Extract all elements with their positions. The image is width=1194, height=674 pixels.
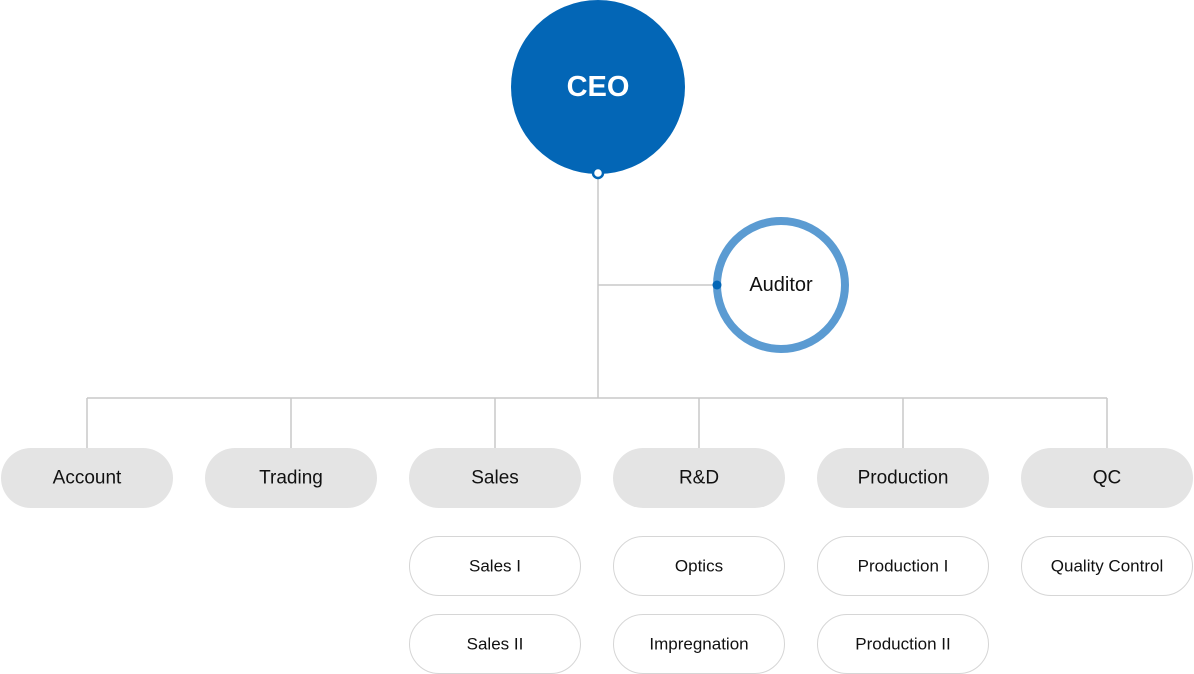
department-trading[interactable]: Trading: [205, 448, 377, 508]
ceo-node[interactable]: CEO: [511, 0, 685, 180]
department-label: R&D: [679, 468, 719, 489]
unit-impregnation[interactable]: Impregnation: [613, 614, 785, 674]
unit-label: Impregnation: [649, 635, 748, 654]
unit-box: [409, 536, 581, 596]
unit-sales-i[interactable]: Sales I: [409, 536, 581, 596]
unit-box: [817, 536, 989, 596]
unit-label: Sales I: [469, 557, 521, 576]
ceo-connector-dot: [591, 166, 605, 180]
unit-label: Optics: [675, 557, 723, 576]
department-box: [205, 448, 377, 508]
department-production[interactable]: Production: [817, 448, 989, 508]
ceo-label: CEO: [567, 71, 630, 103]
department-box: [409, 448, 581, 508]
department-box: [817, 448, 989, 508]
unit-production-ii[interactable]: Production II: [817, 614, 989, 674]
department-label: Production: [858, 468, 949, 489]
unit-label: Production II: [855, 635, 950, 654]
department-drop-lines: [86, 398, 1108, 448]
department-label: Sales: [471, 468, 519, 489]
unit-optics[interactable]: Optics: [613, 536, 785, 596]
unit-label: Production I: [858, 557, 949, 576]
department-randd[interactable]: R&D: [613, 448, 785, 508]
unit-box: [1021, 536, 1193, 596]
department-sales[interactable]: Sales: [409, 448, 581, 508]
auditor-node[interactable]: Auditor: [712, 217, 849, 353]
departments: Account Trading Sales R&D Production QC: [1, 448, 1193, 508]
unit-sales-ii[interactable]: Sales II: [409, 614, 581, 674]
auditor-connector-dot: [712, 280, 722, 290]
department-qc[interactable]: QC: [1021, 448, 1193, 508]
connectors: [86, 173, 1108, 448]
department-account[interactable]: Account: [1, 448, 173, 508]
unit-label: Quality Control: [1051, 557, 1163, 576]
unit-box: [613, 536, 785, 596]
department-label: QC: [1093, 468, 1122, 489]
department-label: Trading: [259, 468, 323, 489]
ceo-circle: [511, 0, 685, 174]
department-box: [613, 448, 785, 508]
unit-production-i[interactable]: Production I: [817, 536, 989, 596]
unit-label: Sales II: [467, 635, 524, 654]
department-box: [1, 448, 173, 508]
department-label: Account: [53, 468, 122, 489]
unit-quality-control[interactable]: Quality Control: [1021, 536, 1193, 596]
department-box: [1021, 448, 1193, 508]
auditor-label: Auditor: [749, 274, 813, 296]
